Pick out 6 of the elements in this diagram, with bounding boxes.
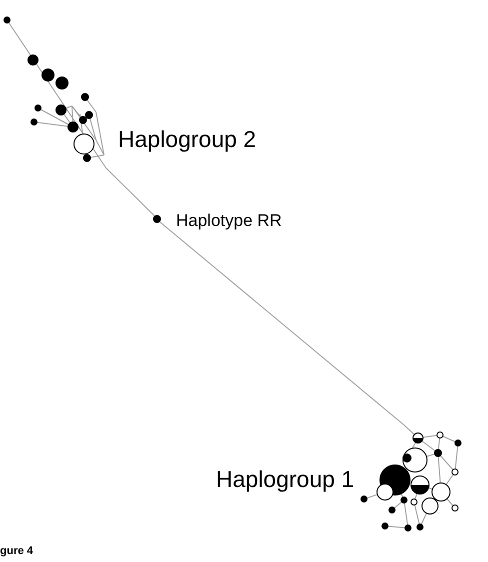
group-label: Haplogroup 2 [118,125,256,154]
figure-caption: gure 4 [0,544,34,559]
group-label: Haplogroup 1 [216,465,354,494]
connector-line [159,221,404,426]
connector-line [106,168,155,216]
group-label: Haplotype RR [176,210,282,232]
